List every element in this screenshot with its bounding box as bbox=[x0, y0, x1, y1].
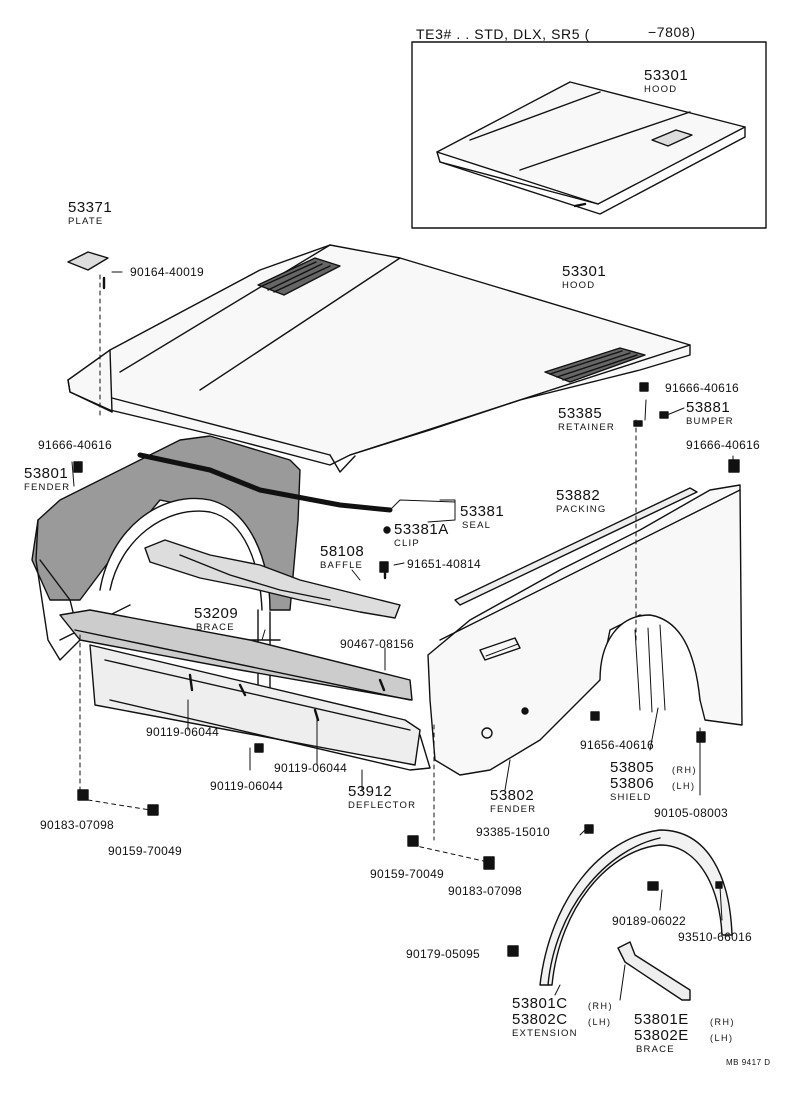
deflector-number: 53912 bbox=[348, 783, 393, 800]
hood bbox=[67, 244, 691, 473]
packing-name: PACKING bbox=[556, 504, 607, 515]
packing-number: 53882 bbox=[556, 487, 601, 504]
extension-part bbox=[539, 829, 733, 986]
bolt-93510-label: 93510-66016 bbox=[678, 930, 753, 944]
fender-left-number: 53801 bbox=[24, 465, 69, 482]
inset-hood-name: HOOD bbox=[644, 84, 678, 95]
hood-number: 53301 bbox=[562, 263, 607, 280]
clip-number: 53381A bbox=[394, 521, 449, 538]
shield-rh-number: 53805 bbox=[610, 759, 655, 776]
baffle-name: BAFFLE bbox=[320, 560, 364, 571]
bolt-91666-left-label: 91666-40616 bbox=[38, 438, 113, 452]
nut-90179-label: 90179-05095 bbox=[406, 947, 481, 961]
shield-rh-side: (RH) bbox=[672, 765, 697, 775]
shield-lh-number: 53806 bbox=[610, 775, 655, 792]
bolt-91666-a-label: 91666-40616 bbox=[665, 381, 740, 395]
bolt-90164-label: 90164-40019 bbox=[130, 265, 205, 279]
brace-ext-lh-side: (LH) bbox=[710, 1033, 734, 1043]
clip-name: CLIP bbox=[394, 538, 420, 549]
inset-frame bbox=[411, 41, 767, 229]
footer-code: MB 9417 D bbox=[726, 1058, 771, 1067]
bolt-91666-right-label: 91666-40616 bbox=[686, 438, 761, 452]
brace-ext-rh-number: 53801E bbox=[634, 1011, 689, 1028]
bumper-number: 53881 bbox=[686, 399, 731, 416]
fender-right-name: FENDER bbox=[490, 804, 537, 815]
extension-lh-number: 53802C bbox=[512, 1011, 568, 1028]
bolt-91651-label: 91651-40814 bbox=[407, 557, 482, 571]
inset-header-range: −7808) bbox=[648, 24, 696, 40]
brace-ext-name: BRACE bbox=[636, 1044, 675, 1055]
inset-hood-number: 53301 bbox=[644, 67, 689, 84]
bolt-90467-label: 90467-08156 bbox=[340, 637, 415, 651]
fender-left-name: FENDER bbox=[24, 482, 71, 493]
fender-right-number: 53802 bbox=[490, 787, 535, 804]
seal-number: 53381 bbox=[460, 503, 505, 520]
nut-90183-left-label: 90183-07098 bbox=[40, 818, 115, 832]
right-fender bbox=[427, 484, 743, 776]
hood-name: HOOD bbox=[562, 280, 596, 291]
brace-ext-lh-number: 53802E bbox=[634, 1027, 689, 1044]
extension-rh-side: (RH) bbox=[588, 1001, 613, 1011]
bumper-name: BUMPER bbox=[686, 416, 734, 427]
bolt-90105-label: 90105-08003 bbox=[654, 806, 729, 820]
shield-lh-side: (LH) bbox=[672, 781, 696, 791]
radiator-support bbox=[59, 609, 431, 771]
extension-lh-side: (LH) bbox=[588, 1017, 612, 1027]
retainer-number: 53385 bbox=[558, 405, 603, 422]
plate-name: PLATE bbox=[68, 216, 104, 227]
bolt-93385-label: 93385-15010 bbox=[476, 825, 551, 839]
baffle-number: 58108 bbox=[320, 543, 365, 560]
bolt-90189-label: 90189-06022 bbox=[612, 914, 687, 928]
inset-header-text: TE3# . . STD, DLX, SR5 ( bbox=[416, 26, 590, 42]
nut-90183-right-label: 90183-07098 bbox=[448, 884, 523, 898]
brace-ext-rh-side: (RH) bbox=[710, 1017, 735, 1027]
callout-lines bbox=[71, 399, 734, 1001]
seal-name: SEAL bbox=[462, 520, 492, 531]
screw-90159-left-label: 90159-70049 bbox=[108, 844, 183, 858]
plate-number: 53371 bbox=[68, 199, 113, 216]
screw-90159-right-label: 90159-70049 bbox=[370, 867, 445, 881]
bolt-90119-b-label: 90119-06044 bbox=[274, 761, 348, 775]
bolt-91656-label: 91656-40616 bbox=[580, 738, 655, 752]
inset-hood bbox=[436, 81, 746, 215]
extension-rh-number: 53801C bbox=[512, 995, 568, 1012]
fasteners bbox=[73, 382, 740, 957]
deflector-name: DEFLECTOR bbox=[348, 800, 417, 811]
brace-number: 53209 bbox=[194, 605, 239, 622]
retainer-name: RETAINER bbox=[558, 422, 615, 433]
brace-name: BRACE bbox=[196, 622, 235, 633]
shield-name: SHIELD bbox=[610, 792, 652, 803]
plate-part bbox=[67, 251, 123, 416]
extension-name: EXTENSION bbox=[512, 1028, 578, 1039]
brace-extension-part bbox=[617, 941, 691, 1001]
bolt-90119-c-label: 90119-06044 bbox=[210, 779, 284, 793]
bolt-90119-a-label: 90119-06044 bbox=[146, 725, 220, 739]
